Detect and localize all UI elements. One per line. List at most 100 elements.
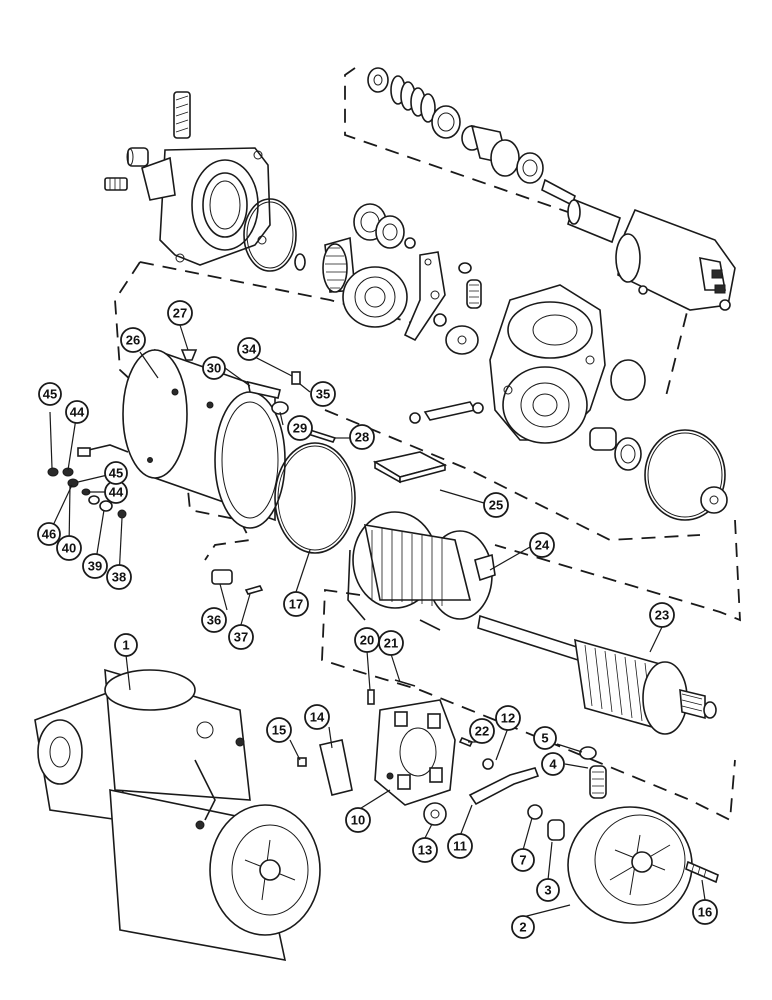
callout-45-upper: 45 bbox=[38, 382, 62, 406]
svg-text:36: 36 bbox=[207, 613, 221, 628]
callout-13: 13 bbox=[412, 837, 438, 863]
callout-17: 17 bbox=[283, 591, 309, 617]
bearing-13 bbox=[423, 802, 447, 826]
intermediate-housing bbox=[489, 284, 606, 444]
svg-text:15: 15 bbox=[272, 723, 286, 738]
callout-2: 2 bbox=[511, 915, 535, 939]
field-coil-assembly bbox=[347, 511, 496, 631]
grease-cap bbox=[173, 91, 191, 139]
svg-text:11: 11 bbox=[453, 839, 467, 854]
svg-text:17: 17 bbox=[289, 597, 303, 612]
thrust-washer bbox=[445, 325, 479, 355]
thrust-washer-right bbox=[700, 486, 728, 514]
callout-7: 7 bbox=[511, 848, 535, 872]
lever-pin-spring bbox=[458, 262, 482, 309]
through-bolt-16 bbox=[685, 860, 719, 884]
callout-36: 36 bbox=[201, 607, 227, 633]
shaft-pin bbox=[409, 401, 484, 424]
callout-21: 21 bbox=[378, 630, 404, 656]
field-frame bbox=[122, 348, 286, 529]
strap-11 bbox=[468, 767, 540, 806]
svg-text:28: 28 bbox=[355, 430, 369, 445]
svg-text:35: 35 bbox=[316, 387, 330, 402]
svg-text:38: 38 bbox=[112, 570, 126, 585]
callout-14: 14 bbox=[304, 704, 330, 730]
terminal-stud-36-37 bbox=[211, 569, 264, 595]
callout-24: 24 bbox=[529, 532, 555, 558]
svg-text:10: 10 bbox=[351, 813, 365, 828]
svg-text:5: 5 bbox=[541, 731, 548, 746]
callout-44-upper: 44 bbox=[65, 400, 89, 424]
callout-26: 26 bbox=[120, 327, 146, 353]
callout-22: 22 bbox=[469, 718, 495, 744]
brush-spring-14 bbox=[319, 739, 353, 796]
bushing-top bbox=[126, 147, 149, 167]
svg-text:7: 7 bbox=[519, 853, 526, 868]
callout-35: 35 bbox=[310, 381, 336, 407]
svg-text:44: 44 bbox=[70, 405, 85, 420]
callout-39: 39 bbox=[82, 553, 108, 579]
washer-7 bbox=[527, 804, 543, 820]
callout-20: 20 bbox=[354, 627, 380, 653]
svg-text:27: 27 bbox=[173, 306, 187, 321]
svg-text:12: 12 bbox=[501, 711, 515, 726]
svg-text:24: 24 bbox=[535, 538, 550, 553]
pinion-drive bbox=[294, 236, 408, 328]
plug-27 bbox=[180, 349, 198, 361]
o-ring-large-right bbox=[644, 429, 726, 521]
svg-text:22: 22 bbox=[475, 724, 489, 739]
o-ring-frame bbox=[274, 442, 356, 554]
bushing-3 bbox=[547, 819, 565, 841]
callout-3: 3 bbox=[536, 878, 560, 902]
armature bbox=[477, 614, 717, 735]
clutch-collar bbox=[353, 203, 416, 249]
brush-cover-25 bbox=[372, 451, 448, 484]
callout-16: 16 bbox=[692, 899, 718, 925]
solenoid-body bbox=[615, 208, 736, 311]
shift-lever bbox=[403, 251, 447, 342]
callout-27: 27 bbox=[167, 300, 193, 326]
svg-text:1: 1 bbox=[122, 638, 129, 653]
svg-text:13: 13 bbox=[418, 843, 432, 858]
svg-text:14: 14 bbox=[310, 710, 325, 725]
callout-11: 11 bbox=[447, 833, 473, 859]
housing-bolt bbox=[104, 177, 128, 191]
svg-text:37: 37 bbox=[234, 630, 248, 645]
callout-1: 1 bbox=[114, 633, 138, 657]
o-ring-housing bbox=[243, 198, 297, 272]
callout-12: 12 bbox=[495, 705, 521, 731]
o-ring-intermediate bbox=[610, 359, 646, 401]
svg-text:29: 29 bbox=[293, 421, 307, 436]
nut-12 bbox=[482, 758, 494, 770]
svg-text:4: 4 bbox=[549, 757, 557, 772]
svg-text:2: 2 bbox=[519, 920, 526, 935]
svg-text:30: 30 bbox=[207, 361, 221, 376]
screw-15 bbox=[297, 757, 307, 767]
svg-text:16: 16 bbox=[698, 905, 712, 920]
callout-15: 15 bbox=[266, 717, 292, 743]
svg-text:40: 40 bbox=[62, 541, 76, 556]
callout-37: 37 bbox=[228, 624, 254, 650]
brush-holder-plate bbox=[374, 699, 456, 806]
svg-text:39: 39 bbox=[88, 559, 102, 574]
svg-text:45: 45 bbox=[43, 387, 57, 402]
svg-text:25: 25 bbox=[489, 498, 503, 513]
screw-20 bbox=[367, 689, 375, 705]
callout-34: 34 bbox=[237, 337, 261, 361]
solenoid-plunger-parts bbox=[367, 67, 621, 244]
svg-text:45: 45 bbox=[109, 466, 123, 481]
callout-46: 46 bbox=[37, 522, 61, 546]
field-terminal-wire bbox=[77, 444, 129, 457]
callout-40: 40 bbox=[56, 535, 82, 561]
wick-4 bbox=[589, 765, 607, 799]
svg-text:20: 20 bbox=[360, 633, 374, 648]
callout-25: 25 bbox=[483, 492, 509, 518]
pin-21 bbox=[394, 679, 416, 687]
bearing-bushing-right bbox=[589, 427, 642, 471]
callout-10: 10 bbox=[345, 807, 371, 833]
svg-text:3: 3 bbox=[544, 883, 551, 898]
svg-text:21: 21 bbox=[384, 636, 398, 651]
plug-5 bbox=[579, 746, 597, 760]
svg-text:34: 34 bbox=[242, 342, 257, 357]
